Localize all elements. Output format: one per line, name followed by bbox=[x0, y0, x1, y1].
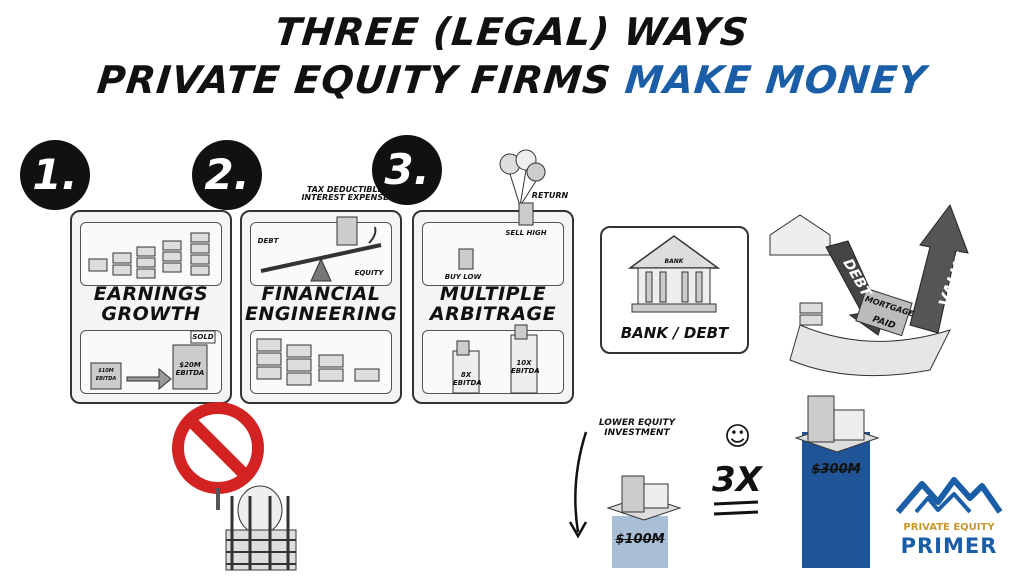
debt-label: DEBT bbox=[257, 237, 279, 245]
title-highlight: MAKE MONEY bbox=[622, 58, 929, 102]
balloons-icon bbox=[499, 149, 546, 207]
seesaw-box: DEBT EQUITY bbox=[250, 216, 392, 286]
logo-line-2: PRIMER bbox=[900, 534, 998, 558]
sell-high-label: SELL HIGH bbox=[505, 229, 547, 237]
sold-badge: SOLD bbox=[192, 333, 214, 341]
multiple-8x: 8X EBITDA bbox=[453, 371, 482, 387]
multiple-arbitrage-panel: BUY LOW SELL HIGH MULTIPLE ARBITRAGE 8X … bbox=[412, 202, 574, 404]
bank-debt-box: BANK BANK / DEBT bbox=[600, 226, 749, 354]
equity-label: EQUITY bbox=[354, 269, 384, 277]
financial-title-1: FINANCIAL bbox=[261, 283, 381, 305]
large-equity-column bbox=[802, 432, 870, 568]
cash-stack-box bbox=[80, 222, 222, 286]
bank-debt-label: BANK / DEBT bbox=[620, 324, 729, 342]
title-prefix: PRIVATE EQUITY FIRMS bbox=[95, 58, 628, 102]
underline-icon bbox=[713, 500, 759, 516]
earnings-title-1: EARNINGS bbox=[93, 283, 209, 305]
step-2-number: 2. bbox=[192, 140, 262, 210]
title-line-1: THREE (LEGAL) WAYS bbox=[272, 10, 752, 54]
small-equity-column bbox=[612, 516, 668, 568]
earnings-growth-panel: EARNINGS GROWTH $10M EBITDA $20M EBITDA … bbox=[70, 210, 232, 404]
bank-sign: BANK bbox=[664, 258, 684, 265]
buy-sell-box: BUY LOW SELL HIGH bbox=[422, 202, 564, 286]
multiplier-3x: 3X bbox=[712, 460, 762, 500]
logo-line-1: PRIVATE EQUITY bbox=[903, 522, 995, 533]
large-building-icon bbox=[794, 395, 880, 453]
tax-deductible-annotation: TAX DEDUCTIBLE INTEREST EXPENSE bbox=[301, 185, 389, 202]
financial-title-2: ENGINEERING bbox=[244, 303, 398, 325]
debt-value-arrows-icon bbox=[769, 203, 969, 377]
amount-300m: $300M bbox=[811, 462, 861, 477]
step-3-number: 3. bbox=[372, 135, 442, 205]
cash-stacks-icon bbox=[88, 232, 210, 279]
cash-pile-icon bbox=[256, 338, 380, 386]
seesaw-icon bbox=[260, 216, 382, 282]
ebitda-20m: $20M EBITDA bbox=[175, 361, 205, 377]
arbitrage-title-1: MULTIPLE bbox=[439, 283, 547, 305]
multiple-10x: 10X EBITDA bbox=[511, 359, 540, 375]
multiple-columns-icon bbox=[452, 324, 538, 394]
ebitda-10m: $10M EBITDA bbox=[95, 368, 117, 382]
smiley-icon: ☺ bbox=[724, 422, 752, 452]
step-1-number: 1. bbox=[20, 140, 90, 210]
cash-pile-box bbox=[250, 330, 392, 394]
arbitrage-title-2: ARBITRAGE bbox=[429, 303, 557, 325]
down-arrow-icon bbox=[568, 431, 588, 539]
building-rise-icon bbox=[458, 202, 534, 270]
prohibition-prisoner-icon bbox=[172, 402, 297, 571]
buy-low-label: BUY LOW bbox=[444, 273, 482, 281]
earnings-title-2: GROWTH bbox=[101, 303, 201, 325]
small-building-icon bbox=[606, 475, 682, 521]
growth-arrow-icon bbox=[90, 330, 216, 391]
amount-100m: $100M bbox=[615, 532, 665, 547]
lower-equity-label: LOWER EQUITY INVESTMENT bbox=[598, 418, 676, 438]
pe-primer-logo-mountains bbox=[895, 477, 1003, 514]
title-line-2: PRIVATE EQUITY FIRMS MAKE MONEY bbox=[0, 58, 1024, 102]
ebitda-multiple-box: 8X EBITDA 10X EBITDA bbox=[422, 324, 564, 394]
company-growth-box: $10M EBITDA $20M EBITDA SOLD bbox=[80, 330, 222, 394]
financial-engineering-panel: DEBT EQUITY FINANCIAL ENGINEERING bbox=[240, 210, 402, 404]
bank-icon bbox=[627, 235, 721, 313]
return-label: RETURN bbox=[531, 191, 569, 200]
